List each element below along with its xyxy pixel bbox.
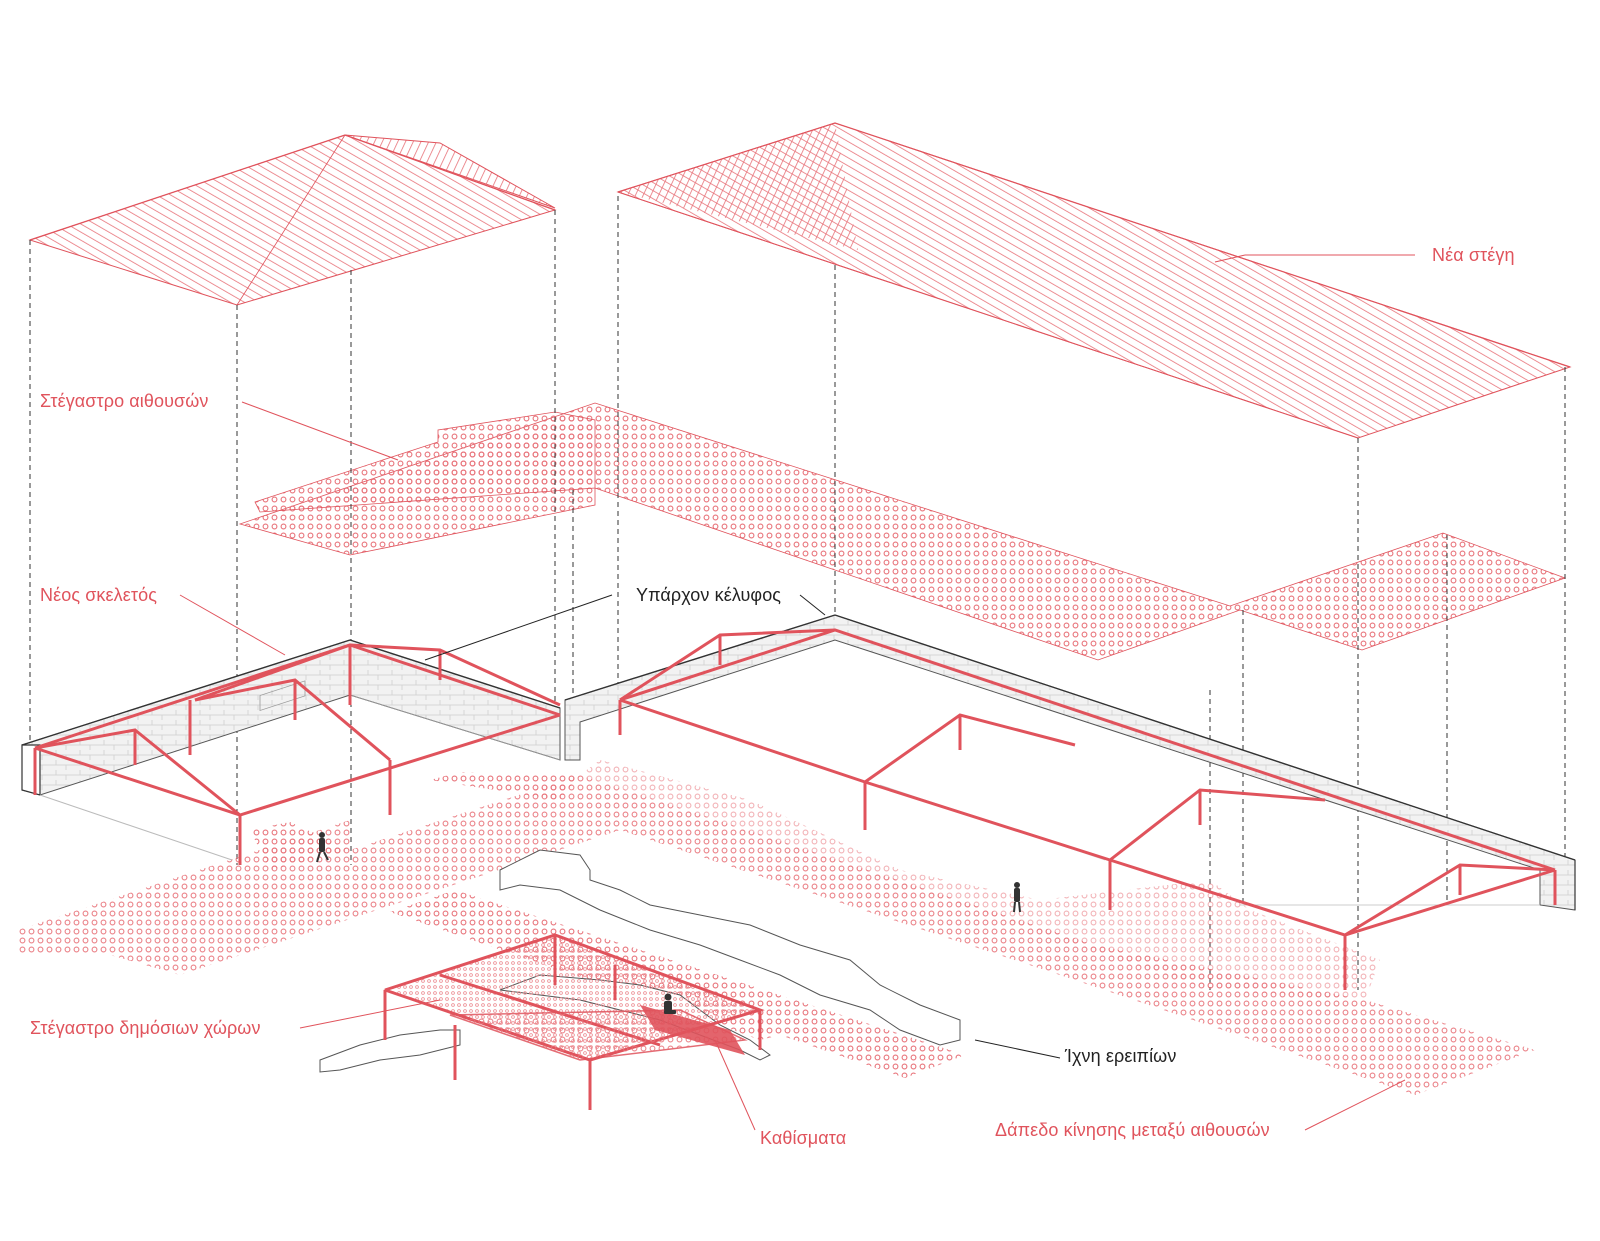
label-new-roof: Νέα στέγη bbox=[1432, 245, 1515, 265]
person-figure-2 bbox=[1013, 882, 1021, 913]
label-ruin-traces: Ίχνη ερειπίων bbox=[1065, 1046, 1177, 1066]
right-roof bbox=[616, 122, 1572, 439]
public-canopy bbox=[383, 933, 765, 1110]
label-hall-canopy: Στέγαστρο αιθουσών bbox=[40, 391, 209, 411]
label-public-canopy: Στέγαστρο δημόσιων χώρων bbox=[30, 1018, 261, 1038]
label-existing-shell: Υπάρχον κέλυφος bbox=[636, 585, 782, 605]
circulation-floor bbox=[18, 760, 1535, 1095]
person-figures bbox=[316, 832, 1021, 1014]
leader-lines bbox=[179, 254, 1415, 1131]
label-new-frame: Νέος σκελετός bbox=[40, 585, 157, 605]
right-building-shell bbox=[564, 614, 1576, 911]
person-figure-1 bbox=[316, 832, 329, 863]
new-frame-right bbox=[618, 628, 1557, 990]
hall-canopy-slab bbox=[238, 402, 1567, 661]
label-circulation-floor: Δάπεδο κίνησης μεταξύ αιθουσών bbox=[995, 1120, 1270, 1140]
person-figure-seated bbox=[664, 993, 676, 1014]
left-roof bbox=[28, 134, 557, 306]
label-seating: Καθίσματα bbox=[760, 1128, 847, 1148]
